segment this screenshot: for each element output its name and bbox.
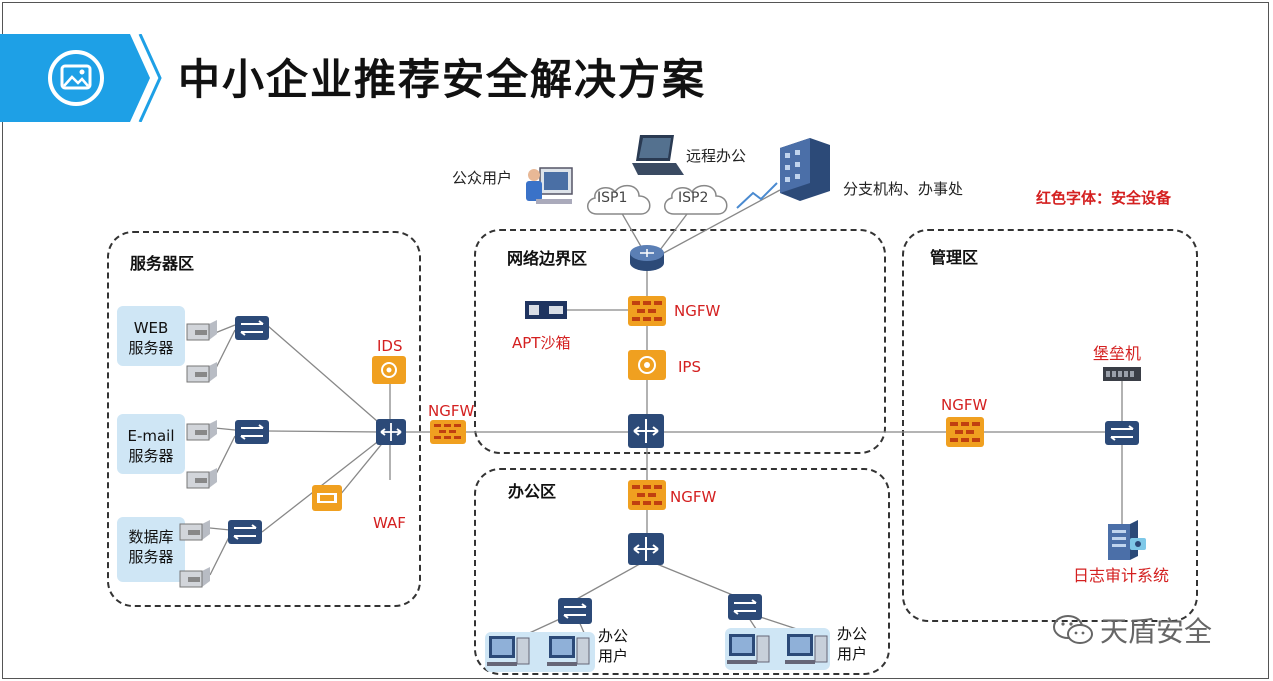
- office-user-label-1: 办公 用户: [597, 627, 628, 665]
- edge-ngfw-label: NGFW: [674, 302, 721, 320]
- server-icon: [186, 420, 217, 441]
- log-audit-icon: [1108, 520, 1146, 560]
- wechat-icon: [1053, 615, 1093, 644]
- email-server-label: E-mail 服务器: [127, 427, 175, 465]
- zone-server-label: 服务器区: [130, 254, 195, 273]
- pc-icon: [785, 634, 828, 664]
- page-title: 中小企业推荐安全解决方案: [178, 55, 707, 104]
- switch-icon: [558, 598, 592, 624]
- image-icon: [48, 50, 104, 106]
- switch-icon: [1105, 421, 1139, 445]
- branch-label: 分支机构、办事处: [843, 180, 964, 198]
- switch-icon: [628, 414, 664, 448]
- title-banner: [0, 34, 162, 122]
- email-server-box: [117, 414, 185, 474]
- waf-label: WAF: [373, 514, 406, 532]
- zone-edge-label: 网络边界区: [507, 249, 588, 268]
- pc-icon: [547, 636, 590, 666]
- firewall-icon: [628, 480, 666, 510]
- web-server-box: [117, 306, 185, 366]
- switch-icon: [228, 520, 262, 544]
- pc-icon: [526, 167, 573, 204]
- mgmt-ngfw-label: NGFW: [941, 396, 988, 414]
- server-icon: [186, 320, 217, 341]
- cloud-icon: [664, 184, 728, 215]
- pc-icon: [727, 634, 770, 664]
- waf-icon: [312, 485, 342, 511]
- server-ngfw-label: NGFW: [428, 402, 475, 420]
- db-server-label: 数据库 服务器: [128, 528, 174, 566]
- office-user-label-2: 办公 用户: [836, 625, 867, 663]
- router-icon: [630, 245, 664, 271]
- zone-mgmt: [902, 229, 1198, 622]
- firewall-icon: [946, 417, 984, 447]
- server-icon: [179, 520, 210, 541]
- laptop-icon: [632, 135, 684, 175]
- watermark: 天盾安全: [1100, 615, 1213, 648]
- zone-edge: [474, 229, 886, 454]
- apt-sandbox-icon: [525, 301, 567, 319]
- switch-icon: [376, 419, 406, 445]
- bastion-icon: [1103, 367, 1141, 381]
- bastion-label: 堡垒机: [1093, 344, 1142, 363]
- apt-label: APT沙箱: [512, 334, 571, 352]
- zone-mgmt-label: 管理区: [930, 248, 979, 267]
- log-audit-label: 日志审计系统: [1073, 566, 1170, 585]
- pc-icon: [487, 636, 530, 666]
- public-user-label: 公众用户: [452, 169, 513, 187]
- legend-note: 红色字体：安全设备: [1036, 189, 1172, 207]
- zone-office: [474, 468, 890, 675]
- db-server-box: [117, 517, 185, 582]
- cloud-icon: [587, 184, 651, 215]
- web-server-label: WEB 服务器: [128, 319, 174, 357]
- switch-icon: [235, 420, 269, 444]
- firewall-icon: [430, 420, 466, 444]
- ids-icon: [372, 356, 406, 384]
- isp1-label: ISP1: [597, 190, 628, 206]
- zone-server: [107, 231, 421, 607]
- switch-icon: [628, 533, 664, 565]
- office-ngfw-label: NGFW: [670, 488, 717, 506]
- firewall-icon: [628, 296, 666, 326]
- ips-icon: [628, 350, 666, 380]
- switch-icon: [728, 594, 762, 620]
- building-icon: [736, 138, 830, 209]
- switch-icon: [235, 316, 269, 340]
- remote-office-label: 远程办公: [686, 147, 747, 165]
- zone-office-label: 办公区: [508, 482, 557, 501]
- ips-label: IPS: [678, 358, 701, 376]
- server-icon: [186, 362, 217, 383]
- server-icon: [186, 468, 217, 489]
- isp2-label: ISP2: [678, 190, 709, 206]
- server-icon: [179, 567, 210, 588]
- ids-label: IDS: [377, 337, 403, 355]
